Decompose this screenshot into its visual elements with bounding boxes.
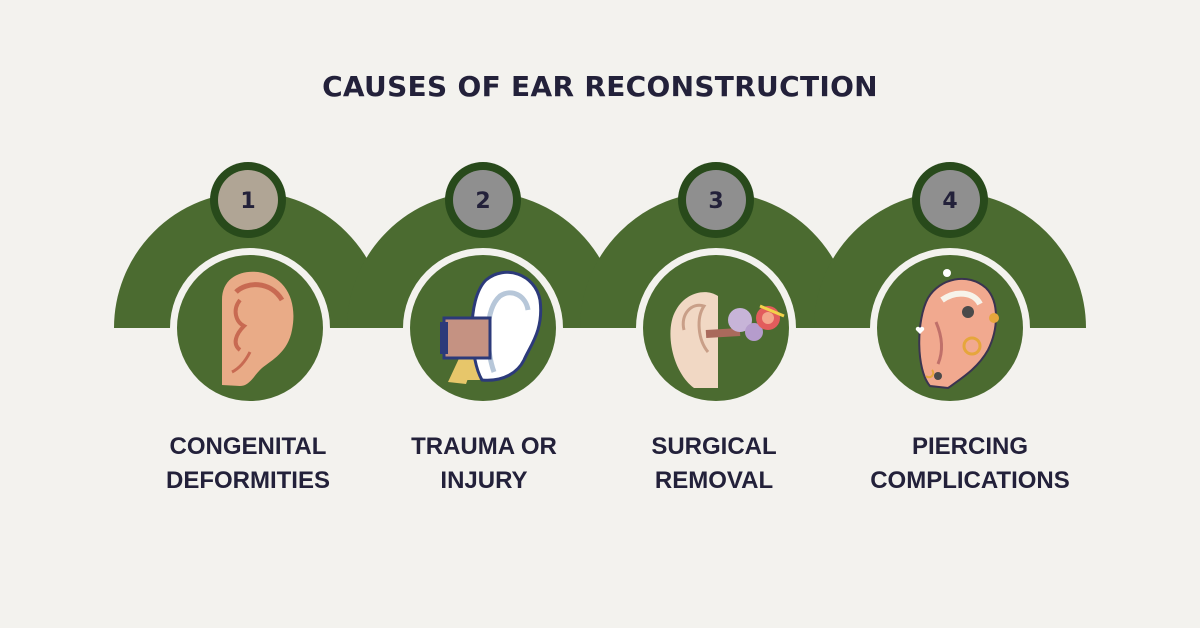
step-4-badge (920, 170, 980, 230)
step-1-label: CONGENITAL DEFORMITIES (128, 430, 368, 498)
ear-bandage-icon (440, 270, 543, 384)
inner-ear-anatomy-icon (670, 292, 785, 388)
step-4-label-line1: PIERCING (911, 433, 1028, 460)
step-2-label-line2: INJURY (440, 467, 528, 494)
step-1-number: 1 (240, 189, 255, 214)
step-3-label: SURGICAL REMOVAL (594, 430, 834, 498)
step-4-label-line2: COMPLICATIONS (870, 467, 1070, 494)
step-2-badge (453, 170, 513, 230)
step-3-label-line2: REMOVAL (654, 467, 774, 494)
step-1-badge (218, 170, 278, 230)
step-2-number: 2 (475, 189, 490, 214)
step-1-label-line2: DEFORMITIES (165, 467, 330, 494)
step-3-number: 3 (708, 189, 723, 214)
step-4-number: 4 (942, 189, 957, 214)
step-1: 1 (177, 162, 323, 401)
step-2: 2 (410, 162, 556, 401)
ear-deformity-icon (222, 271, 294, 386)
step-3-label-line1: SURGICAL (651, 433, 777, 460)
step-3-badge (686, 170, 746, 230)
step-2-label-line1: TRAUMA OR (411, 433, 557, 460)
step-2-label: TRAUMA OR INJURY (364, 430, 604, 498)
page-title: CAUSES OF EAR RECONSTRUCTION (322, 70, 878, 103)
step-4-label: PIERCING COMPLICATIONS (850, 430, 1090, 498)
step-1-label-line1: CONGENITAL (169, 433, 327, 460)
step-3: 3 (643, 162, 789, 401)
step-4: 4 (877, 162, 1023, 401)
pierced-ear-icon (915, 269, 999, 390)
